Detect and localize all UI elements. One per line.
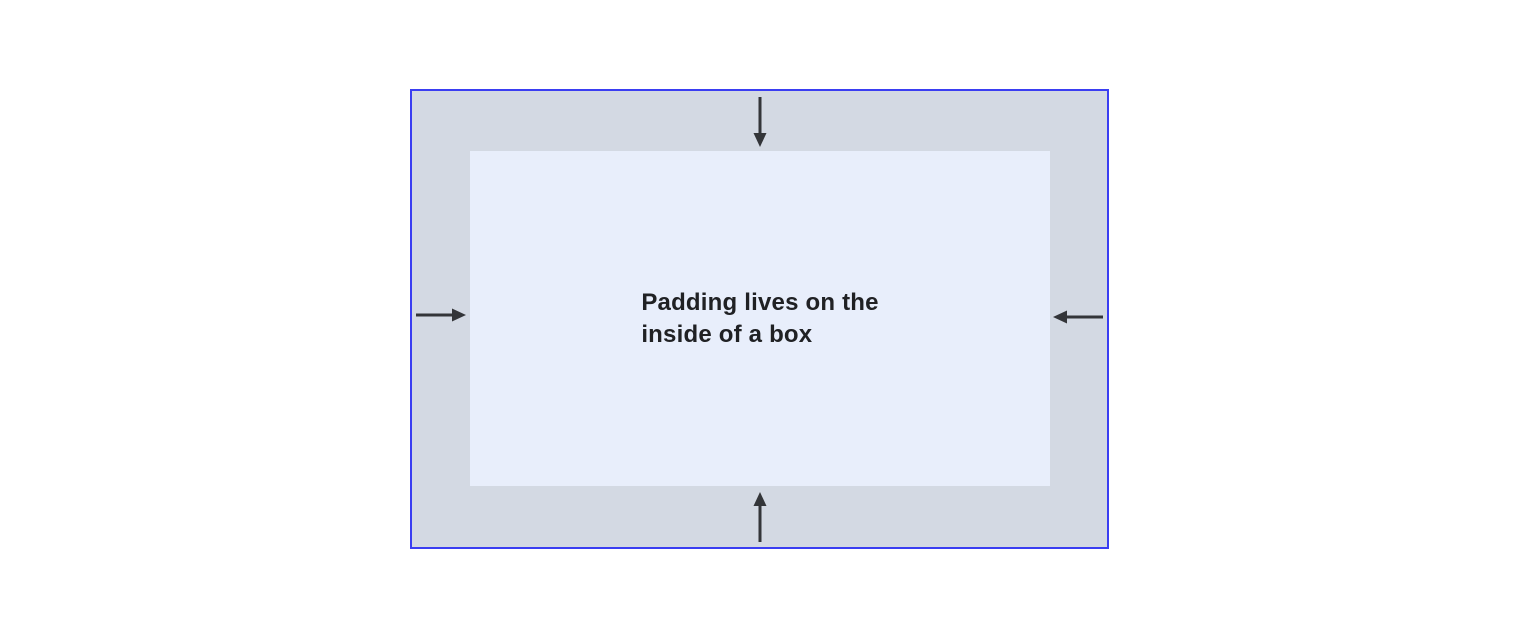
arrow-up-icon [752,492,768,542]
padding-label-line-2: inside of a box [641,320,813,348]
padding-label-line-1: Padding lives on the [641,288,879,316]
arrow-right-icon [416,307,466,323]
padding-label: Padding lives on the inside of a box [641,287,878,351]
arrow-down-icon [752,97,768,147]
arrow-left-icon [1053,309,1103,325]
content-box: Padding lives on the inside of a box [470,151,1050,486]
